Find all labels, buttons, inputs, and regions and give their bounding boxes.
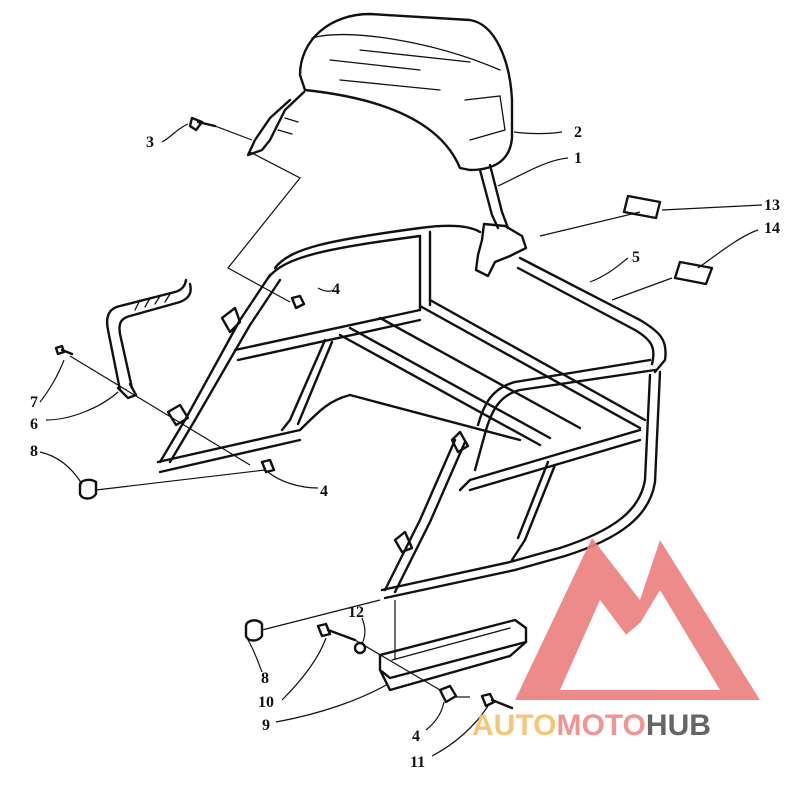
- label-part-10: 10: [258, 694, 274, 711]
- backrest-pad: [298, 12, 514, 172]
- logo-inner-icon: [620, 610, 700, 680]
- label-part-6: 6: [30, 416, 38, 433]
- cap-8b: [244, 619, 264, 642]
- label-part-4a: 4: [332, 281, 340, 298]
- cap-8a: [78, 478, 98, 500]
- label-part-9: 9: [262, 717, 270, 734]
- label-part-5: 5: [632, 249, 640, 266]
- screw-7: [54, 344, 74, 356]
- label-part-2: 2: [574, 124, 582, 141]
- mount-plate: [378, 618, 528, 692]
- screw-11: [480, 692, 514, 710]
- nut-4c: [438, 684, 458, 704]
- label-part-12: 12: [348, 604, 364, 621]
- nut-4a: [290, 294, 306, 310]
- rack-frame: [156, 224, 667, 600]
- backrest-bracket-left: [246, 90, 306, 157]
- watermark-hub: HUB: [646, 709, 711, 742]
- nut-4b: [260, 458, 276, 474]
- label-part-8a: 8: [30, 443, 38, 460]
- leader-lines: [69, 125, 673, 698]
- label-part-4c: 4: [412, 728, 420, 745]
- label-part-13: 13: [764, 197, 780, 214]
- backrest-bracket-right: [474, 163, 528, 278]
- reflector-14: [673, 260, 714, 286]
- logo-triangle-icon: [515, 538, 760, 700]
- grab-handle: [106, 278, 192, 400]
- bolt-3: [188, 116, 217, 132]
- label-part-14: 14: [764, 220, 780, 237]
- watermark-logo: AUTOMOTOHUB: [472, 538, 760, 742]
- label-part-4b: 4: [320, 483, 328, 500]
- label-part-11: 11: [410, 754, 425, 771]
- label-part-7: 7: [30, 394, 38, 411]
- reflector-13: [622, 194, 662, 220]
- callout-curves: [39, 123, 763, 757]
- watermark-moto: MOTO: [556, 709, 645, 742]
- watermark-auto: AUTO: [472, 709, 556, 742]
- label-part-1: 1: [574, 150, 582, 167]
- bolt-10: [316, 622, 357, 642]
- part-labels: 1 2 3 4 4 4 5 6 7 8 8 9 10 11 12 13 14: [30, 124, 780, 771]
- label-part-8b: 8: [261, 670, 269, 687]
- svg-text:AUTOMOTOHUB: AUTOMOTOHUB: [472, 709, 711, 742]
- label-part-3: 3: [146, 134, 154, 151]
